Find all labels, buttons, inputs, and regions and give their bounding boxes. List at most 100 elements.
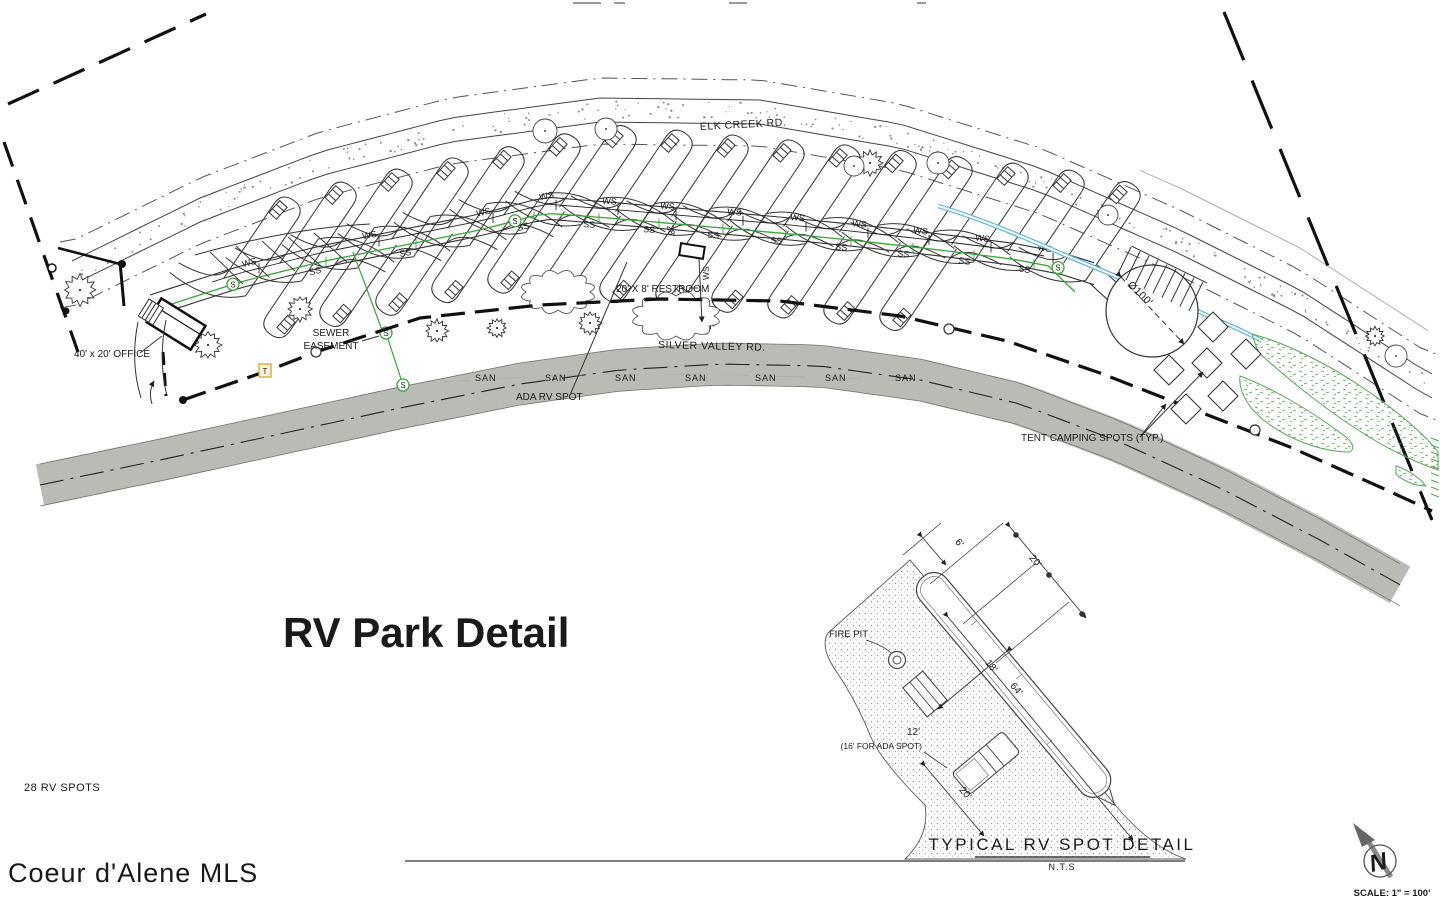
gravel-dot (1181, 237, 1184, 240)
gravel-dot (976, 161, 979, 164)
gravel-dot (581, 108, 584, 111)
culdesac-area: Ø100' (1105, 245, 1262, 438)
gravel-dot (1422, 372, 1424, 374)
fire-pit-icon (887, 650, 907, 670)
gravel-dot (503, 113, 506, 115)
sewer-branch-line (352, 251, 383, 331)
ws-label: WS (852, 218, 867, 229)
gravel-dot (528, 119, 530, 121)
gravel-dot (418, 138, 420, 141)
fire-pit-inner (892, 655, 902, 665)
gravel-dot (525, 116, 528, 119)
gravel-dot (624, 108, 626, 111)
gravel-dot (906, 132, 909, 135)
gravel-dot (1244, 276, 1247, 278)
t-marker-label: T (263, 367, 268, 376)
gravel-dot (1185, 249, 1188, 253)
gravel-dot (129, 237, 131, 239)
gravel-dot (1198, 242, 1200, 244)
north-arrow: N SCALE: 1" = 100' (1353, 823, 1430, 899)
hookup-post-icon (1079, 611, 1085, 617)
dim-20ft-label: 20' (1027, 553, 1044, 570)
gravel-dot (228, 205, 230, 208)
gravel-dot (838, 124, 841, 126)
boundary-line-northwest (7, 12, 207, 106)
bush-center (298, 307, 302, 311)
sewer-easement-line: T (161, 297, 1433, 513)
wetland-tick (1430, 486, 1440, 491)
manhole-letter: S (512, 217, 517, 226)
gravel-dot (739, 101, 742, 104)
gravel-dot (750, 111, 753, 114)
gravel-dot (243, 184, 246, 186)
gravel-dot (783, 116, 786, 119)
gravel-dot (394, 150, 396, 153)
gravel-dot (1272, 294, 1276, 297)
gravel-dot (182, 212, 186, 215)
wetland-tick (1430, 479, 1440, 484)
gravel-dot (616, 104, 619, 107)
gravel-dot (259, 180, 262, 183)
gravel-dot (775, 113, 778, 117)
shrub-mass-icon (521, 270, 595, 314)
gravel-dot (1259, 284, 1262, 286)
tree-center (937, 162, 939, 164)
sanitary-main-line (439, 373, 931, 383)
gravel-dot (346, 151, 349, 154)
wetland-tick (1430, 437, 1440, 442)
gravel-dot (879, 124, 882, 128)
gravel-dot (352, 158, 355, 160)
gravel-dot (665, 108, 667, 110)
silver-valley-edge (39, 384, 1401, 607)
gravel-dot (1020, 171, 1022, 174)
gravel-dot (962, 150, 965, 153)
gravel-dot (420, 143, 424, 146)
tent-leader-line (1139, 371, 1204, 438)
gravel-dot (1326, 323, 1329, 326)
gravel-dot (662, 101, 665, 104)
gravel-dot (1304, 311, 1307, 313)
page-title: RV Park Detail (283, 609, 569, 656)
gravel-dot (499, 130, 502, 134)
elk-creek-row-line (59, 143, 1437, 421)
gravel-dot (527, 112, 530, 115)
gravel-dot (346, 147, 349, 150)
dim-12ft-note: (16' FOR ADA SPOT) (841, 741, 923, 751)
restroom-building (678, 242, 706, 260)
gravel-dot (379, 141, 382, 144)
gravel-dot (774, 107, 776, 110)
corner-point (62, 307, 70, 315)
gravel-dot (850, 120, 852, 123)
wetland-area (1251, 333, 1439, 471)
creek-and-wetlands (937, 203, 1439, 487)
tree-center (1395, 355, 1397, 357)
gravel-dot (462, 124, 464, 127)
gravel-dot (328, 167, 330, 169)
gravel-dot (874, 125, 877, 129)
bush-center (78, 288, 82, 292)
gravel-dot (759, 112, 762, 114)
gravel-dot (746, 112, 750, 115)
gravel-dot (918, 145, 920, 147)
corner-point (118, 260, 126, 268)
gravel-dot (348, 157, 351, 160)
manhole-letter: S (1055, 264, 1060, 273)
ss-label: SS (308, 265, 322, 278)
gravel-dot (1263, 276, 1266, 279)
gravel-dot (251, 185, 254, 188)
gravel-dot (814, 118, 817, 121)
gravel-dot (269, 186, 272, 189)
water-line (211, 203, 1045, 283)
gravel-dot (422, 137, 425, 140)
gravel-dot (114, 247, 117, 250)
san-label: SAN (755, 373, 777, 383)
gravel-dot (1258, 276, 1261, 279)
fire-pit-label: FIRE PIT (829, 629, 868, 640)
gravel-dot (1345, 332, 1348, 335)
t-marker (258, 363, 272, 378)
gravel-dot (907, 145, 910, 148)
gravel-dot (1367, 350, 1370, 352)
detail-title: TYPICAL RV SPOT DETAIL (929, 835, 1196, 854)
gravel-dot (677, 116, 680, 119)
elk-creek-road-edge (71, 97, 1433, 375)
